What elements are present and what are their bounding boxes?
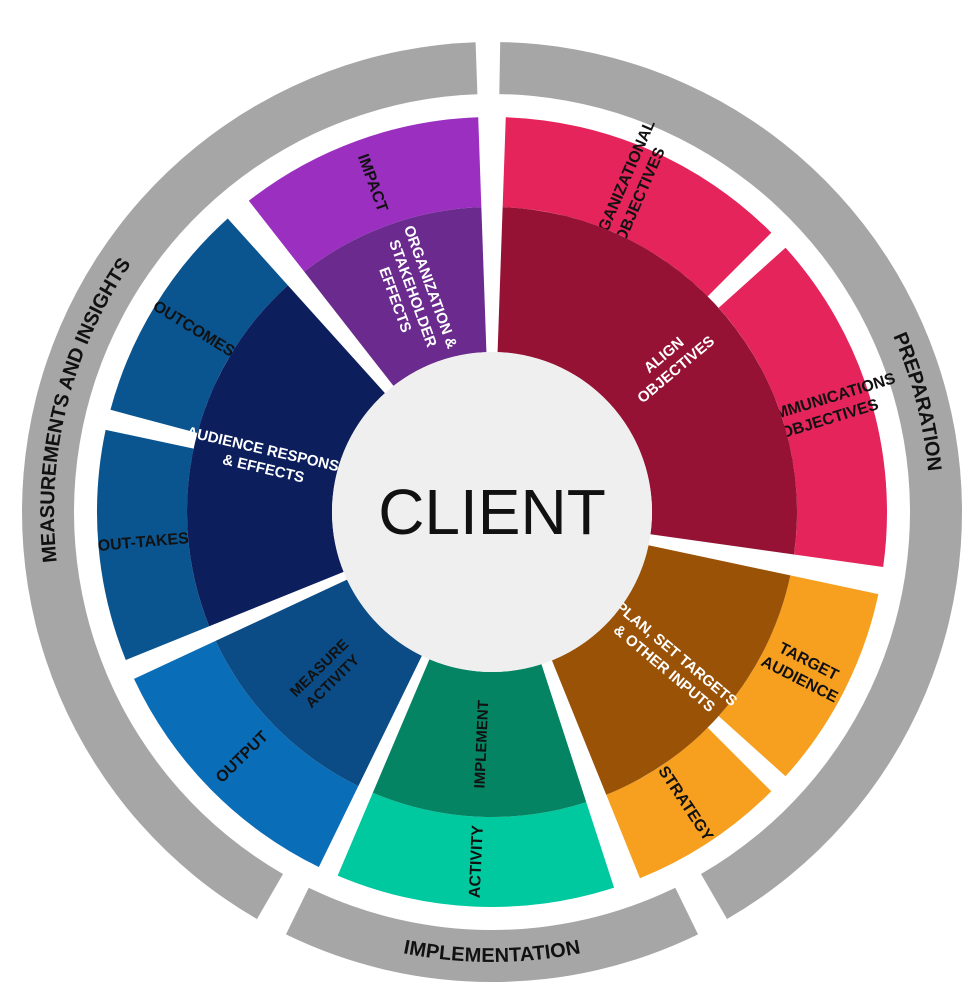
outer-section-measurements: [21, 42, 478, 920]
outer-section-preparation: [499, 42, 962, 920]
inner-segment-implement: [372, 659, 587, 817]
middle-segment-output: [134, 640, 359, 868]
client-label: CLIENT: [378, 476, 606, 548]
inner-label-implement: IMPLEMENT: [471, 700, 492, 789]
middle-segment-outcomes: [110, 218, 288, 434]
outer-section-implementation: [285, 887, 699, 983]
client-circle: [332, 352, 652, 672]
inner-segment-align-objectives: [497, 207, 797, 555]
middle-segment-communications-objectives: [718, 247, 887, 567]
inner-segment-audience-response: [186, 285, 385, 627]
middle-segment-strategy: [606, 727, 772, 879]
middle-segment-out-takes: [97, 429, 210, 660]
middle-segment-organizational-objectives: [502, 117, 772, 297]
inner-segment-measure-activity: [215, 579, 422, 787]
center-hub: CLIENT: [332, 352, 652, 672]
middle-label-activity: ACTIVITY: [467, 825, 487, 899]
middle-segment-activity: [337, 792, 615, 907]
inner-segment-plan-set-targets: [551, 545, 791, 795]
inner-segment-organization-stakeholder-effects: [304, 207, 487, 386]
middle-segment-impact: [248, 117, 482, 272]
middle-segment-target-audience: [718, 575, 879, 777]
